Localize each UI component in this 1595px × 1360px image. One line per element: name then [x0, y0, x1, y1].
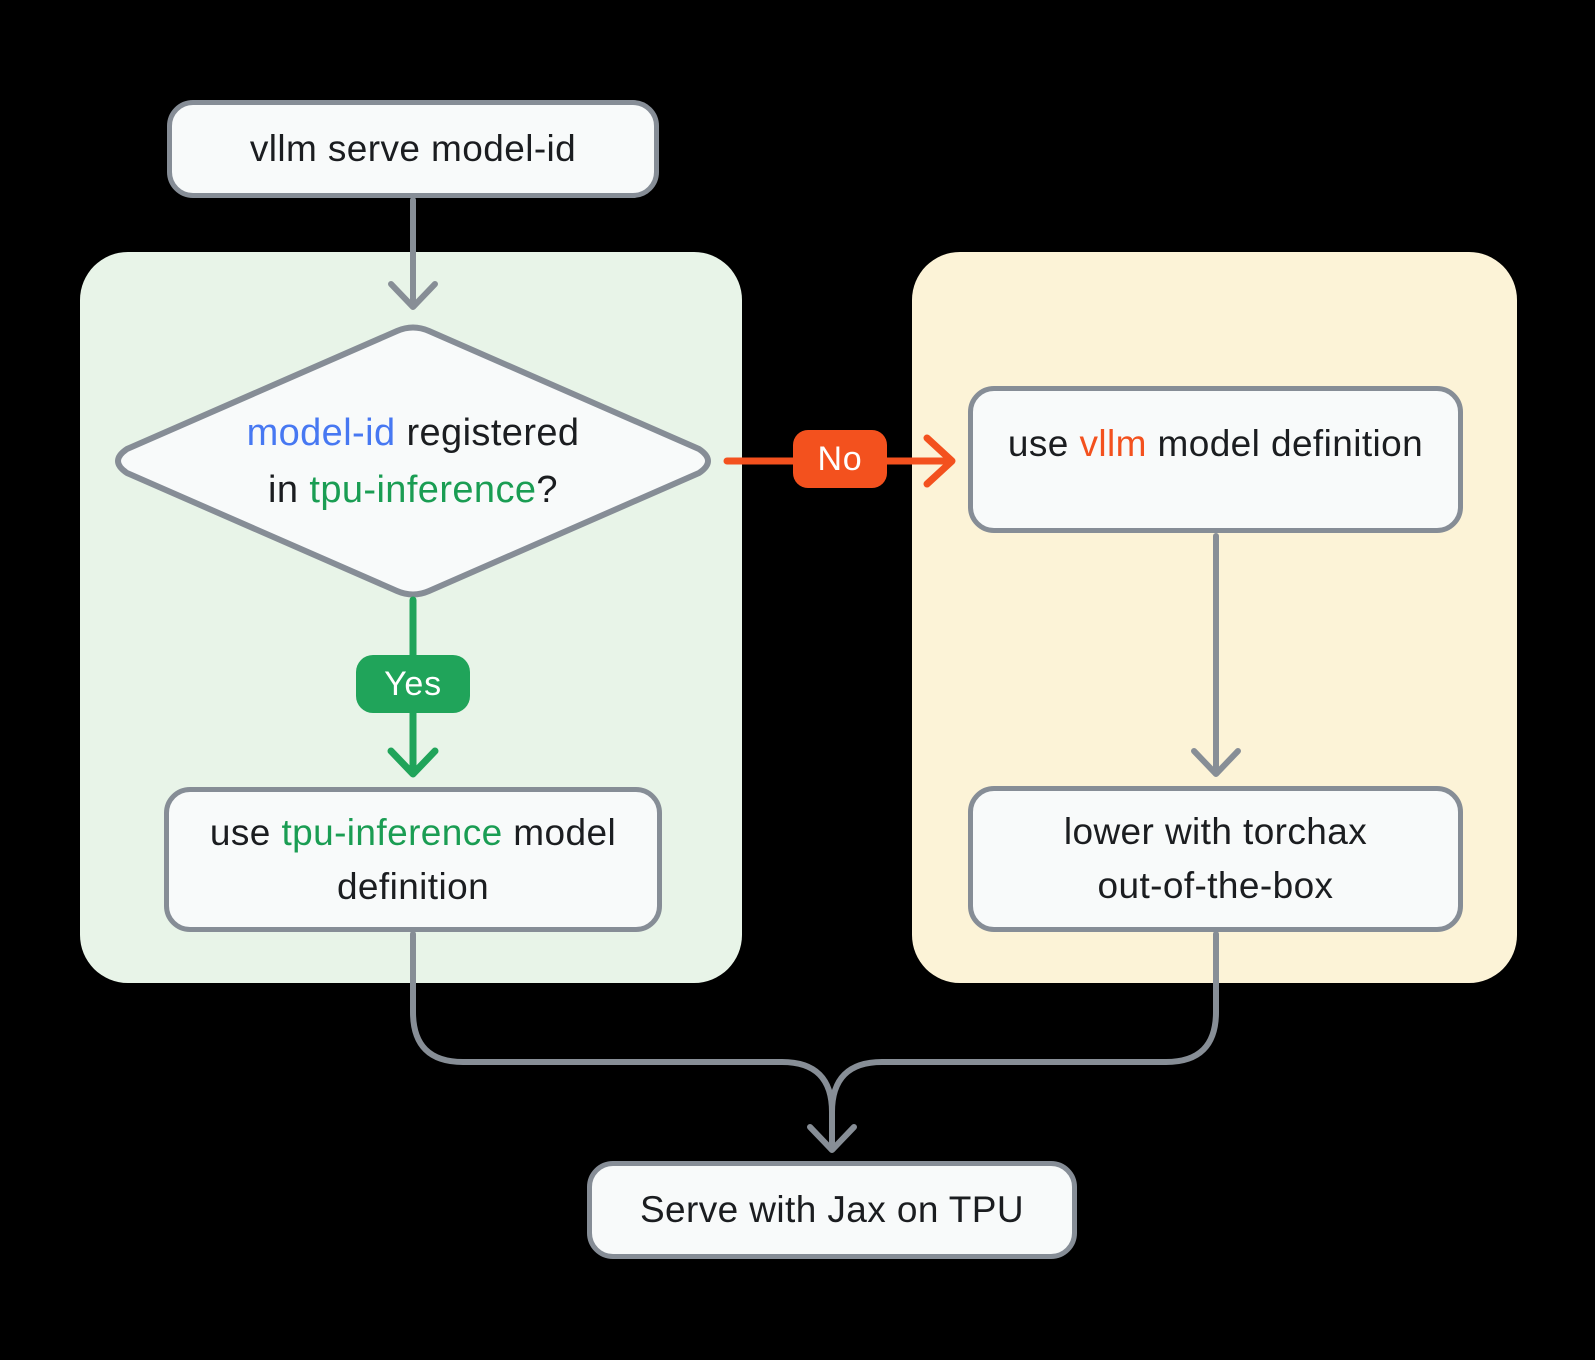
edge-merge-right [829, 931, 1219, 1149]
no-edge-label: No [793, 430, 887, 488]
arrowhead-no [923, 434, 956, 488]
arrowhead-merge-to-serve [807, 1124, 857, 1153]
node-start: vllm serve model-id [167, 100, 659, 198]
arrowhead-start-to-decision [388, 281, 438, 310]
arrowhead-yes [387, 747, 439, 778]
arrowhead-vllm-to-torchax [1191, 748, 1241, 777]
edge-merge-left [410, 931, 835, 1149]
decision-diamond [115, 324, 711, 598]
node-serve: Serve with Jax on TPU [587, 1161, 1077, 1259]
yes-edge-label: Yes [356, 655, 470, 713]
node-use-vllm: use vllm model definition [968, 386, 1463, 533]
